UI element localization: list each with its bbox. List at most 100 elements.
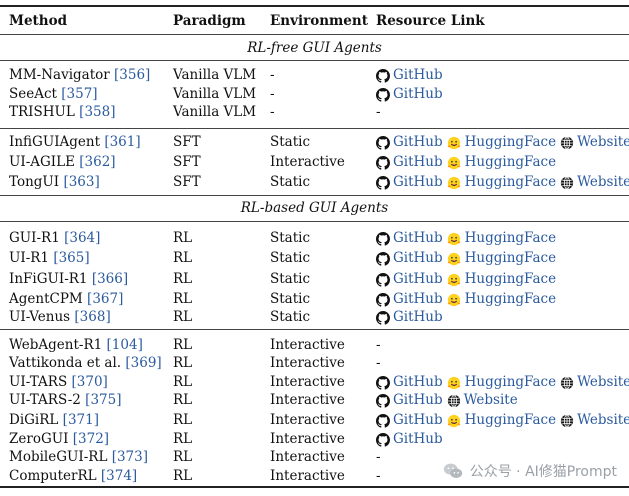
github-label: GitHub — [393, 174, 443, 190]
citation-link[interactable]: [364] — [64, 230, 101, 246]
paradigm-cell: RL — [173, 309, 193, 325]
huggingface-link[interactable]: HuggingFace — [447, 249, 556, 268]
globe-icon — [560, 375, 574, 390]
citation-link[interactable]: [357] — [61, 86, 98, 102]
github-icon — [376, 413, 390, 428]
environment-cell: Static — [270, 309, 311, 325]
github-link[interactable]: GitHub — [376, 229, 443, 248]
method-cell: WebAgent-R1 [104] — [9, 336, 143, 355]
citation-link[interactable]: [363] — [63, 174, 100, 190]
citation-link[interactable]: [366] — [91, 271, 129, 287]
resource-cell: GitHub — [376, 430, 447, 453]
github-link[interactable]: GitHub — [376, 411, 443, 430]
header-environment: Environment — [270, 13, 368, 29]
huggingface-link[interactable]: HuggingFace — [447, 133, 556, 152]
github-link[interactable]: GitHub — [376, 133, 443, 152]
github-link[interactable]: GitHub — [376, 85, 443, 104]
website-link[interactable]: Website — [560, 173, 629, 192]
github-link[interactable]: GitHub — [376, 391, 443, 410]
environment-cell: Interactive — [270, 154, 345, 170]
website-link[interactable]: Website — [560, 133, 629, 152]
github-link[interactable]: GitHub — [376, 308, 443, 327]
citation-link[interactable]: [104] — [106, 337, 143, 353]
huggingface-link[interactable]: HuggingFace — [447, 229, 556, 248]
github-link[interactable]: GitHub — [376, 373, 443, 392]
no-resource: - — [376, 337, 381, 353]
huggingface-link[interactable]: HuggingFace — [447, 290, 556, 309]
citation-link[interactable]: [372] — [72, 431, 110, 447]
huggingface-icon — [447, 156, 460, 169]
github-link[interactable]: GitHub — [376, 173, 443, 192]
method-name: MM-Navigator — [9, 67, 110, 83]
paradigm-cell: RL — [173, 337, 193, 353]
github-link[interactable]: GitHub — [376, 290, 443, 309]
environment-cell: Static — [270, 134, 311, 150]
method-name: DiGiRL — [9, 412, 59, 428]
citation-link[interactable]: [362] — [79, 154, 116, 170]
header-rule — [0, 34, 629, 35]
header-resource-link: Resource Link — [376, 13, 485, 29]
paradigm-cell: Vanilla VLM — [173, 104, 257, 120]
website-link[interactable]: Website — [560, 373, 629, 392]
method-name: GUI-R1 — [9, 230, 60, 246]
huggingface-link[interactable]: HuggingFace — [447, 411, 556, 430]
method-name: InfiGUIAgent — [9, 134, 101, 150]
method-cell: MM-Navigator [356] — [9, 66, 150, 85]
citation-link[interactable]: [361] — [104, 134, 141, 150]
table-row: TRISHUL [358]Vanilla VLM-- — [0, 103, 629, 122]
method-cell: UI-TARS-2 [375] — [9, 391, 121, 410]
citation-link[interactable]: [371] — [62, 412, 99, 428]
huggingface-link[interactable]: HuggingFace — [447, 373, 556, 392]
github-link[interactable]: GitHub — [376, 430, 443, 449]
github-icon — [376, 175, 390, 190]
huggingface-link[interactable]: HuggingFace — [447, 153, 556, 172]
huggingface-label: HuggingFace — [464, 291, 557, 307]
method-cell: UI-TARS [370] — [9, 373, 108, 392]
citation-link[interactable]: [373] — [111, 449, 149, 465]
method-cell: GUI-R1 [364] — [9, 229, 100, 248]
github-link[interactable]: GitHub — [376, 270, 443, 289]
citation-link[interactable]: [356] — [114, 67, 151, 83]
citation-link[interactable]: [358] — [79, 104, 116, 120]
environment-cell: - — [270, 104, 275, 120]
environment-cell: Interactive — [270, 431, 345, 447]
citation-link[interactable]: [374] — [100, 468, 138, 484]
citation-link[interactable]: [368] — [74, 309, 111, 325]
github-label: GitHub — [393, 67, 443, 83]
environment-cell: Static — [270, 230, 311, 246]
environment-cell: Interactive — [270, 412, 345, 428]
paradigm-cell: RL — [173, 468, 193, 484]
github-icon — [376, 432, 390, 447]
website-link[interactable]: Website — [447, 391, 518, 410]
environment-cell: Static — [270, 271, 311, 287]
globe-icon — [447, 393, 460, 408]
huggingface-link[interactable]: HuggingFace — [447, 270, 556, 289]
website-label: Website — [577, 374, 629, 390]
method-name: UI-TARS-2 — [9, 392, 81, 408]
github-icon — [376, 375, 390, 390]
github-link[interactable]: GitHub — [376, 249, 443, 268]
method-cell: UI-AGILE [362] — [9, 153, 116, 172]
website-link[interactable]: Website — [560, 411, 629, 430]
huggingface-label: HuggingFace — [464, 230, 557, 246]
website-label: Website — [463, 392, 518, 408]
github-label: GitHub — [393, 309, 443, 325]
citation-link[interactable]: [370] — [71, 374, 108, 390]
paradigm-cell: SFT — [173, 134, 201, 150]
citation-link[interactable]: [365] — [53, 250, 90, 266]
huggingface-link[interactable]: HuggingFace — [447, 173, 556, 192]
github-link[interactable]: GitHub — [376, 153, 443, 172]
citation-link[interactable]: [369] — [125, 355, 162, 371]
huggingface-label: HuggingFace — [464, 174, 557, 190]
github-link[interactable]: GitHub — [376, 66, 443, 85]
citation-link[interactable]: [375] — [85, 392, 122, 408]
citation-link[interactable]: [367] — [87, 291, 124, 307]
